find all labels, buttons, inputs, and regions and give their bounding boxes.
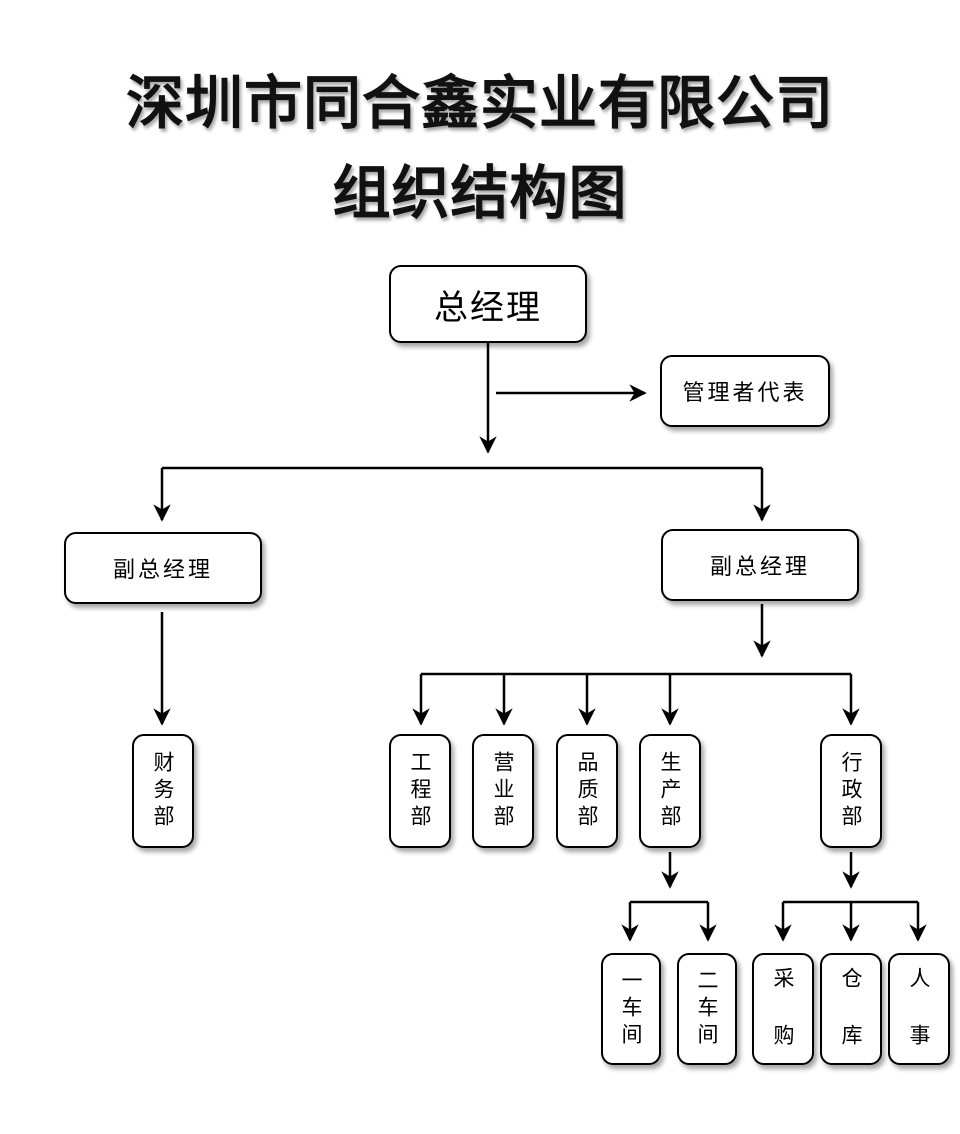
- engineering-box: 工程部: [389, 734, 451, 848]
- finance-label: 财务部: [151, 750, 175, 832]
- warehouse-box: 仓 库: [820, 953, 882, 1065]
- sales-box: 营业部: [472, 734, 534, 848]
- production-box: 生产部: [639, 734, 701, 848]
- purchasing-label: 采 购: [771, 967, 795, 1051]
- workshop-2-box: 二车间: [677, 953, 737, 1065]
- warehouse-label: 仓 库: [839, 967, 863, 1051]
- workshop-1-box: 一车间: [601, 953, 661, 1065]
- management-rep-box: 管理者代表: [660, 355, 830, 427]
- management-rep-label: 管理者代表: [682, 381, 808, 406]
- finance-box: 财务部: [132, 734, 194, 848]
- engineering-label: 工程部: [408, 750, 432, 832]
- workshop-1-label: 一车间: [619, 968, 643, 1050]
- deputy-right-label: 副总经理: [709, 555, 810, 580]
- general-manager-label: 总经理: [434, 287, 542, 328]
- purchasing-box: 采 购: [752, 953, 814, 1065]
- deputy-left-box: 副总经理: [64, 532, 262, 604]
- hr-label: 人 事: [907, 967, 931, 1051]
- administration-box: 行政部: [820, 734, 882, 848]
- production-label: 生产部: [658, 750, 682, 832]
- administration-label: 行政部: [839, 750, 863, 832]
- deputy-right-box: 副总经理: [661, 529, 859, 601]
- sales-label: 营业部: [491, 750, 515, 832]
- company-title: 深圳市同合鑫实业有限公司: [125, 69, 834, 137]
- workshop-2-label: 二车间: [695, 968, 719, 1050]
- chart-title: 组织结构图: [332, 159, 628, 227]
- quality-box: 品质部: [556, 734, 618, 848]
- deputy-left-label: 副总经理: [112, 558, 213, 583]
- quality-label: 品质部: [575, 750, 599, 832]
- hr-box: 人 事: [888, 953, 950, 1065]
- general-manager-box: 总经理: [389, 265, 587, 343]
